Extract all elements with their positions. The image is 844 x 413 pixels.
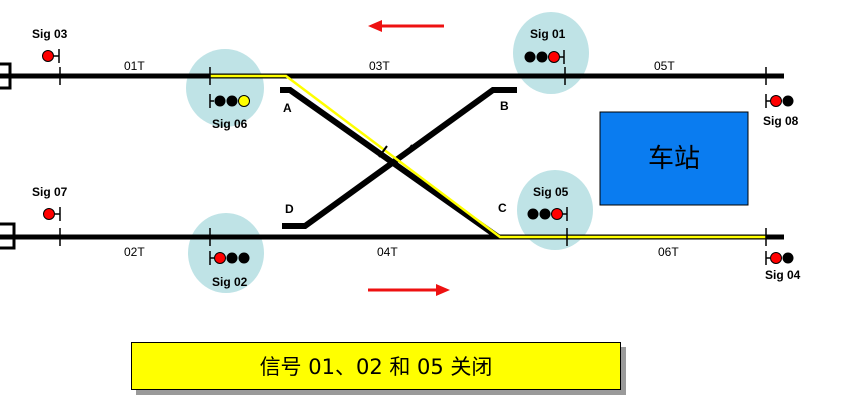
- signal-06[interactable]: Sig 06: [209, 94, 250, 131]
- direction-arrow-left: [368, 20, 444, 32]
- section-label-01t: 01T: [124, 59, 145, 73]
- signal-05[interactable]: Sig 05: [527, 185, 569, 221]
- status-banner: 信号 01、02 和 05 关闭: [131, 342, 621, 390]
- upper-buffer-stop: [0, 62, 12, 90]
- crossing-tick-left: [378, 145, 388, 158]
- section-label-03t: 03T: [369, 59, 390, 73]
- switch-label-c: C: [498, 201, 507, 215]
- signal-03-label: Sig 03: [32, 27, 68, 41]
- section-label-04t: 04T: [377, 245, 398, 259]
- signal-02-label: Sig 02: [212, 275, 248, 289]
- lower-buffer-stop: [0, 222, 16, 250]
- signal-01-label: Sig 01: [530, 27, 566, 41]
- signal-07[interactable]: Sig 07: [32, 185, 68, 221]
- signal-08[interactable]: Sig 08: [763, 94, 799, 128]
- signal-04[interactable]: Sig 04: [765, 251, 801, 282]
- crossover-b-d: [282, 87, 517, 229]
- section-label-02t: 02T: [124, 245, 145, 259]
- crossing-tick-right: [403, 144, 413, 157]
- signal-04-label: Sig 04: [765, 268, 801, 282]
- sig-02-halo: [188, 213, 264, 293]
- station-label: 车站: [648, 144, 700, 174]
- sig-06-halo: [186, 49, 264, 127]
- signal-07-label: Sig 07: [32, 185, 68, 199]
- signal-08-label: Sig 08: [763, 114, 799, 128]
- section-label-06t: 06T: [658, 245, 679, 259]
- signal-05-label: Sig 05: [533, 185, 569, 199]
- station-block: 车站: [599, 111, 749, 206]
- set-route: [210, 74, 766, 239]
- signal-01[interactable]: Sig 01: [524, 27, 566, 64]
- switch-label-a: A: [283, 101, 292, 115]
- section-label-05t: 05T: [654, 59, 675, 73]
- switch-label-b: B: [500, 99, 509, 113]
- crossover-a-c: [280, 87, 500, 240]
- section-ticks: [59, 67, 767, 246]
- direction-arrow-right: [368, 284, 450, 296]
- signal-06-label: Sig 06: [212, 117, 248, 131]
- signal-02[interactable]: Sig 02: [209, 251, 250, 289]
- signal-03[interactable]: Sig 03: [32, 27, 68, 63]
- switch-label-d: D: [285, 202, 294, 216]
